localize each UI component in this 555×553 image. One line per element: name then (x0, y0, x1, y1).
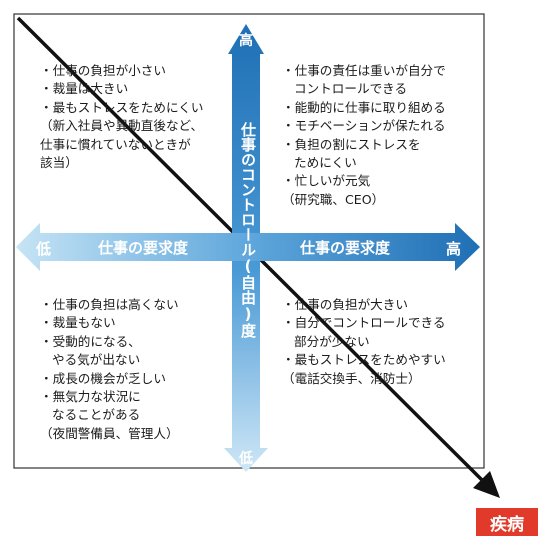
horizontal-label-right: 仕事の要求度 (300, 239, 391, 257)
quadrant-note: 該当） (40, 155, 78, 171)
stress-diagonal-arrowhead (473, 471, 500, 498)
quadrant-item: ・最もストレスをためやすい (282, 352, 446, 368)
quadrant-top-right: ・仕事の責任は重いが自分でコントロールできる・能動的に仕事に取り組める・モチベー… (282, 62, 446, 209)
quadrant-item: ・仕事の責任は重いが自分で (282, 63, 446, 78)
quadrant-item: ・仕事の負担が大きい (282, 297, 408, 312)
horizontal-low-label: 低 (36, 240, 52, 258)
quadrant-item: ・負担の割にストレスを (282, 136, 421, 152)
disease-outcome-box: 疾病 (476, 508, 538, 536)
quadrant-item: ・受動的になる、 (40, 333, 141, 349)
vertical-axis-label: 仕事のコントロール(自由)度 (239, 122, 257, 338)
quadrant-note: （電話交換手、消防士） (282, 370, 421, 386)
quadrant-note: （夜間警備員、管理人） (40, 425, 179, 441)
quadrant-item: なることがある (52, 407, 141, 423)
quadrant-item: ・裁量は大きい (40, 81, 129, 97)
quadrant-item: コントロールできる (294, 81, 408, 97)
horizontal-high-label: 高 (446, 240, 462, 258)
quadrant-bottom-right: ・仕事の負担が大きい・自分でコントロールできる部分が少ない・最もストレスをためや… (282, 296, 446, 388)
quadrant-item: ためにくい (294, 155, 357, 171)
quadrant-item: やる気が出ない (52, 352, 141, 368)
quadrant-note: 仕事に慣れていないときが (40, 136, 191, 152)
quadrant-bottom-left: ・仕事の負担は高くない・裁量もない・受動的になる、やる気が出ない・成長の機会が乏… (40, 296, 179, 443)
quadrant-item: ・仕事の負担が小さい (40, 63, 166, 78)
quadrant-item: ・モチベーションが保たれる (282, 118, 446, 134)
quadrant-item: ・能動的に仕事に取り組める (282, 99, 446, 115)
quadrant-item: ・忙しいが元気 (282, 173, 371, 189)
vertical-low-label: 低 (239, 451, 253, 467)
quadrant-item: ・無気力な状況に (40, 389, 141, 405)
quadrant-item: ・自分でコントロールできる (282, 315, 446, 331)
quadrant-item: ・成長の機会が乏しい (40, 370, 166, 386)
quadrant-note: （研究職、CEO） (282, 191, 385, 207)
quadrant-item: ・最もストレスをためにくい (40, 99, 204, 115)
horizontal-label-left: 仕事の要求度 (98, 239, 189, 257)
quadrant-item: 部分が少ない (294, 333, 370, 349)
quadrant-note: （新入社員や異動直後など、 (40, 118, 204, 134)
quadrant-item: ・裁量もない (40, 315, 116, 331)
horizontal-axis-arrow (16, 223, 480, 271)
quadrant-item: ・仕事の負担は高くない (40, 297, 179, 312)
quadrant-top-left: ・仕事の負担が小さい・裁量は大きい・最もストレスをためにくい （新入社員や異動直後… (40, 62, 203, 172)
vertical-high-label: 高 (239, 33, 253, 49)
